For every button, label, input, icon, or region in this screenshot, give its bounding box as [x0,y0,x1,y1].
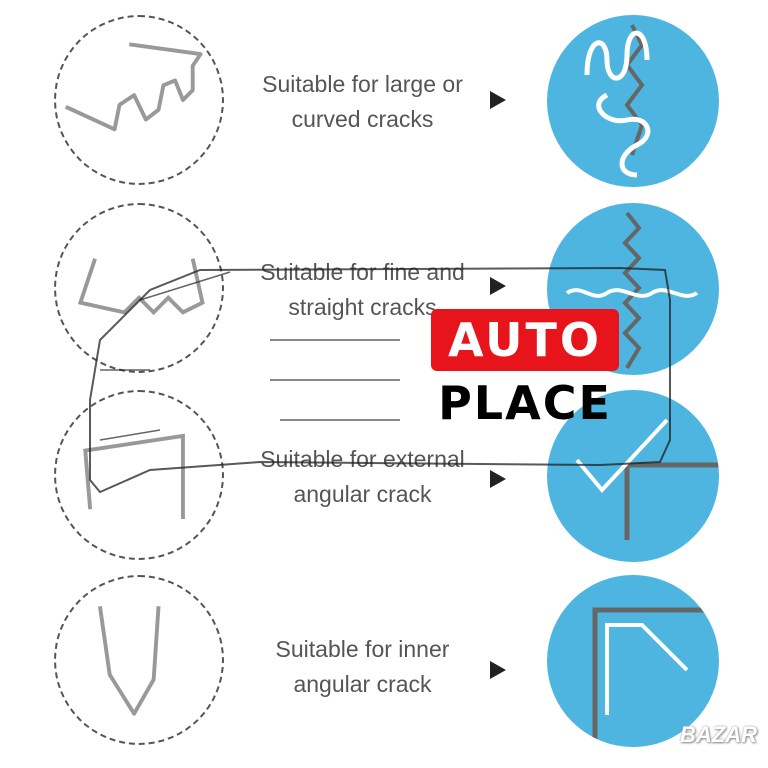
outer-corner-clip-icon [83,433,185,519]
watermark-logo-auto: AUTO [431,309,619,371]
inner-angle-illustration [547,575,719,747]
arrow-right-icon [490,91,506,109]
arrow-right-icon [490,661,506,679]
flat-wave-clip-circle [54,203,224,373]
outer-corner-clip-circle [54,390,224,560]
wave-clip-icon [64,42,203,132]
arrow-right-icon [490,470,506,488]
v-clip-icon [98,606,161,716]
wave-clip-circle [54,15,224,185]
flat-wave-clip-icon [77,258,205,316]
v-clip-circle [54,575,224,745]
arrow-right-icon [490,277,506,295]
bazar-logo: BAZAR [680,722,757,747]
watermark-logo-place: PLACE [438,376,612,430]
curved-crack-illustration [547,15,719,187]
